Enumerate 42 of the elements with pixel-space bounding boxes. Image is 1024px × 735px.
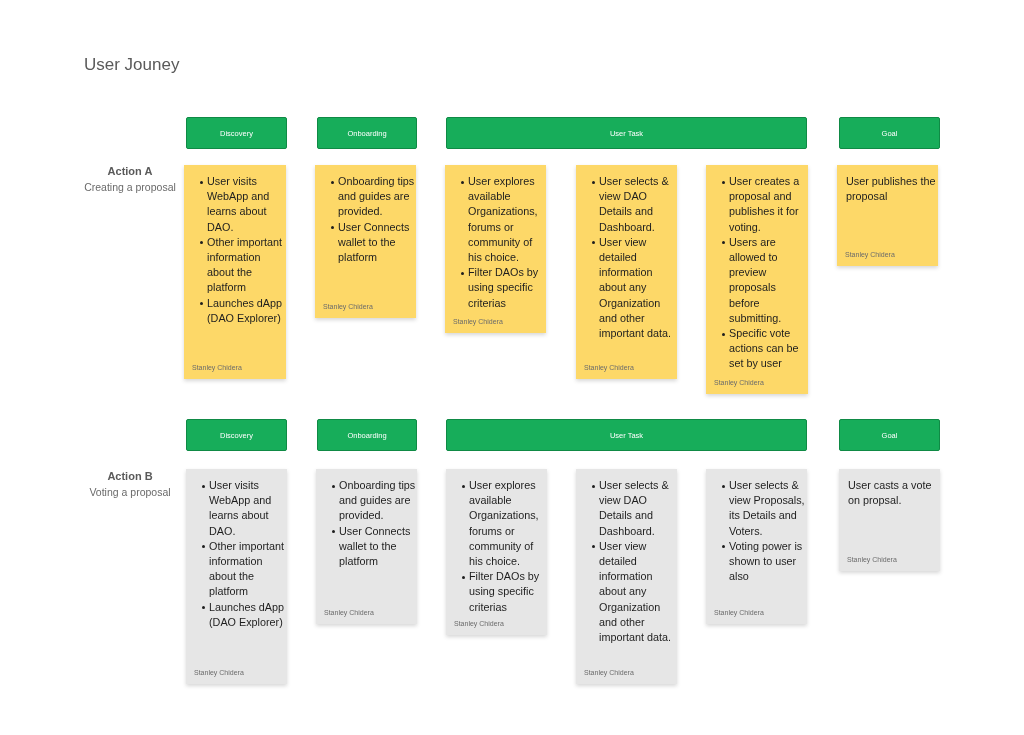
bullet-item: Filter DAOs by using specific criterias	[460, 265, 545, 311]
bullet-item: Filter DAOs by using specific criterias	[461, 569, 546, 615]
bullet-item: Other important information about the platform	[199, 234, 285, 296]
bullet-item: User selects & view DAO Details and Dashboard.	[591, 478, 676, 539]
bullet-item: Other important information about the platform	[201, 538, 286, 600]
bullet-item: User creates a proposal and publishes it for voting.	[721, 174, 807, 235]
bullet-item: User visits WebApp and learns about DAO.	[199, 174, 285, 235]
bullet-item: Onboarding tips and guides are provided.	[331, 478, 416, 524]
bullet-item: User explores available Organizations, forums or community of his choice.	[460, 174, 545, 266]
bullet-item: User Connects wallet to the platform	[331, 523, 416, 570]
sticky-note	[839, 469, 940, 571]
row-subtitle: Voting a proposal	[88, 486, 172, 498]
bullet-item: User explores available Organizations, forums or community of his choice.	[461, 478, 546, 570]
sticky-note	[186, 469, 287, 684]
row-label: Action A	[106, 165, 154, 177]
bullet-item: User selects & view DAO Details and Dashboard.	[591, 174, 676, 235]
note-text: User casts a vote on propsal.	[848, 478, 933, 509]
sticky-note	[576, 469, 677, 684]
sticky-note	[315, 165, 416, 318]
bullet-item: User Connects wallet to the platform	[330, 219, 415, 266]
bullet-item: User selects & view Proposals, its Details and Voters.	[721, 478, 806, 539]
sticky-note	[706, 165, 808, 394]
bullet-item: Onboarding tips and guides are provided.	[330, 174, 415, 220]
bullet-item: User view detailed information about any Organization and other important data.	[591, 234, 676, 342]
bullet-item: Launches dApp (DAO Explorer)	[199, 295, 285, 327]
sticky-note	[837, 165, 938, 266]
sticky-note	[316, 469, 417, 624]
row-label: Action B	[106, 470, 154, 482]
bullet-item: User visits WebApp and learns about DAO.	[201, 478, 286, 539]
row-subtitle: Creating a proposal	[83, 181, 177, 193]
bullet-item: Launches dApp (DAO Explorer)	[201, 599, 286, 631]
sticky-note	[706, 469, 807, 624]
bullet-item: Specific vote actions can be set by user	[721, 326, 807, 372]
bullet-item: Voting power is shown to user also	[721, 538, 806, 585]
note-text: User publishes the proposal	[846, 174, 937, 205]
bullet-item: User view detailed information about any Organization and other important data.	[591, 538, 676, 646]
sticky-note	[576, 165, 677, 379]
page-title: User Jouney	[84, 55, 180, 75]
bullet-item: Users are allowed to preview proposals before submitting.	[721, 234, 807, 327]
sticky-note	[184, 165, 286, 379]
sticky-note	[446, 469, 547, 635]
sticky-note	[445, 165, 546, 333]
